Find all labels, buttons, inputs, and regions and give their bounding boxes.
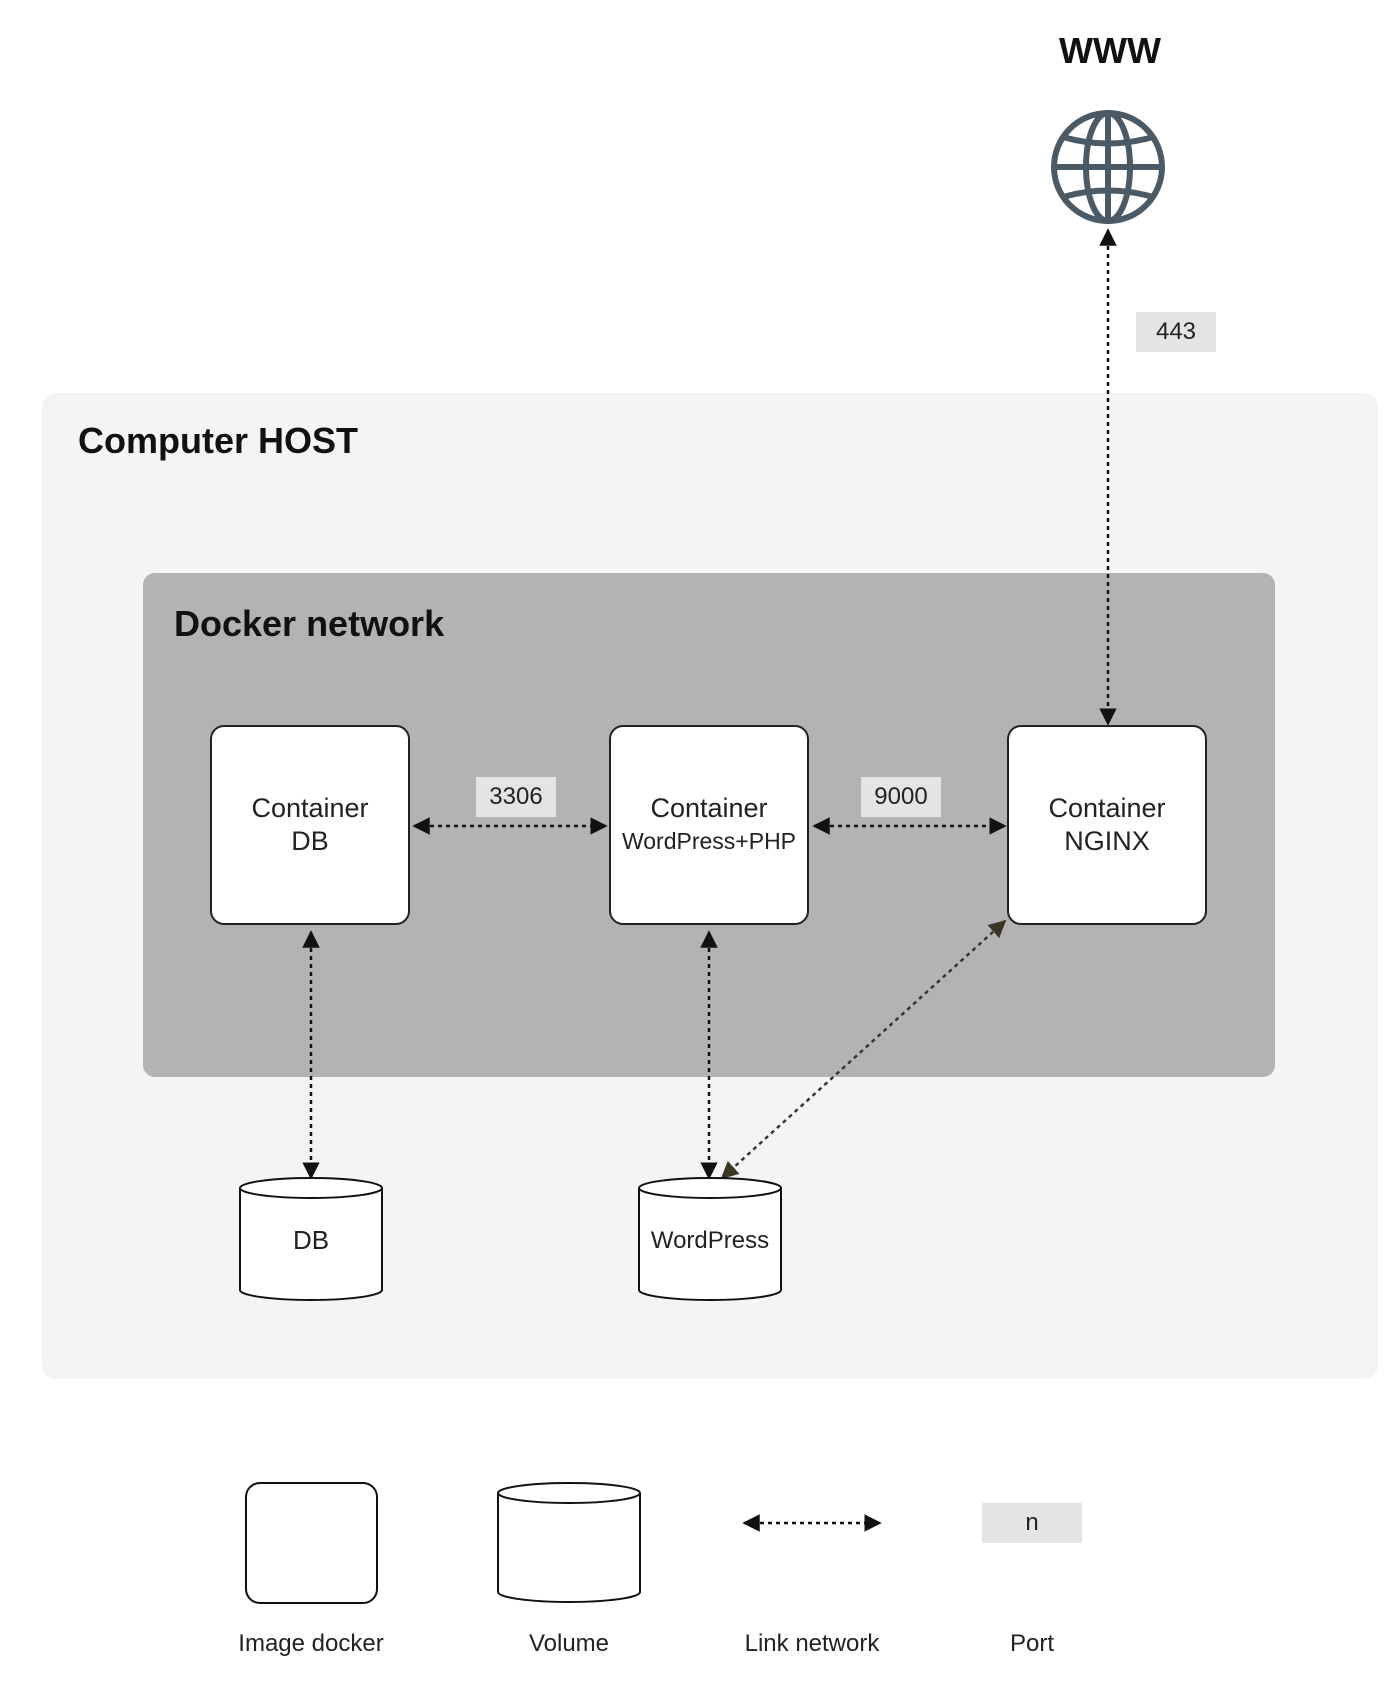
legend-volume-label: Volume: [528, 1630, 610, 1657]
volume-wordpress-label: WordPress: [650, 1227, 770, 1254]
docker-network-title: Docker network: [174, 603, 445, 644]
container-nginx[interactable]: Container NGINX: [1007, 725, 1207, 925]
legend-image-docker-label: Image docker: [238, 1630, 384, 1657]
port-9000-label: 9000: [861, 777, 941, 817]
legend-image-docker-shape: [245, 1482, 378, 1604]
db-volume-cylinder: [239, 1177, 383, 1301]
container-db-title: Container: [251, 793, 369, 823]
legend-port-label: Port: [1009, 1630, 1054, 1657]
container-wordpress-php[interactable]: Container WordPress+PHP: [609, 725, 809, 925]
legend-port-shape: n: [982, 1503, 1082, 1543]
container-db[interactable]: Container DB: [210, 725, 410, 925]
container-db-name: DB: [291, 826, 329, 856]
legend-volume-shape: [497, 1482, 641, 1603]
port-443-label: 443: [1136, 312, 1216, 352]
globe-icon: [1051, 110, 1165, 224]
computer-host-title: Computer HOST: [78, 420, 359, 461]
volume-db-label: DB: [292, 1225, 330, 1255]
container-nginx-title: Container: [1048, 793, 1166, 823]
legend-link-network-label: Link network: [744, 1630, 880, 1657]
container-wordpress-php-title: Container: [650, 793, 768, 823]
container-wordpress-php-name: WordPress+PHP: [621, 828, 797, 854]
link-nginx-volume: [720, 919, 1007, 1180]
www-label: WWW: [1059, 30, 1161, 71]
port-3306-label: 3306: [476, 777, 556, 817]
container-nginx-name: NGINX: [1064, 826, 1150, 856]
wordpress-volume-cylinder: [638, 1177, 782, 1301]
